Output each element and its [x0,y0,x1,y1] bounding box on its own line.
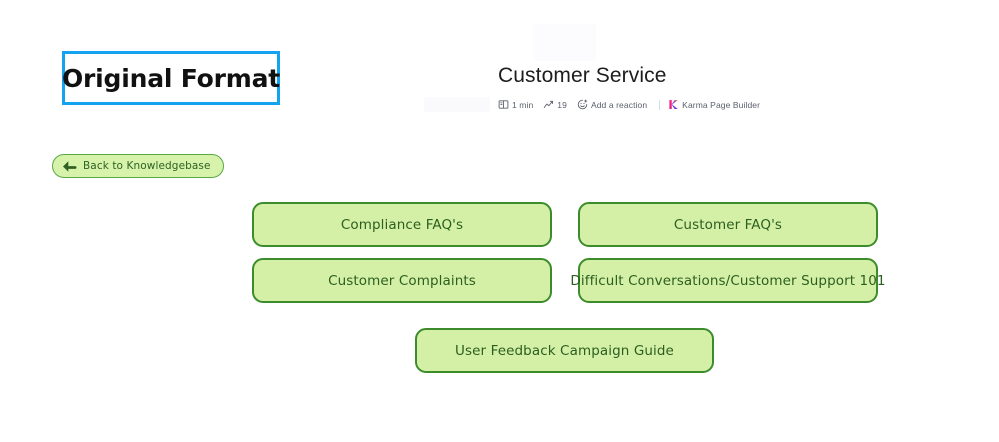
background-placeholder-left [424,97,490,112]
link-button-label: User Feedback Campaign Guide [455,342,674,359]
link-button-label: Compliance FAQ's [340,216,464,233]
book-icon [498,99,509,110]
meta-read-time-label: 1 min [512,99,534,110]
meta-read-time: 1 min [498,99,533,110]
back-to-knowledgebase-label: Back to Knowledgebase [83,160,211,172]
meta-page-builder[interactable]: Karma Page Builder [668,99,760,110]
meta-page-builder-label[interactable]: Karma Page Builder [682,99,761,110]
original-format-annotation: Original Format [62,51,280,105]
background-placeholder-top [534,24,596,61]
page-title: Customer Service [498,64,667,87]
meta-divider [659,99,661,110]
meta-views: 19 [543,99,567,110]
original-format-label: Original Format [62,63,280,93]
add-reaction-icon[interactable] [577,99,588,110]
link-button-user-feedback-campaign-guide[interactable]: User Feedback Campaign Guide [415,328,714,373]
link-button-customer-complaints[interactable]: Customer Complaints [252,258,552,303]
link-button-label: Customer Complaints [328,272,476,289]
link-button-compliance-faqs[interactable]: Compliance FAQ's [252,202,552,247]
back-to-knowledgebase-button[interactable]: Back to Knowledgebase [52,154,224,178]
link-button-label: Customer FAQ's [673,216,783,233]
meta-views-label: 19 [557,99,567,110]
page-meta-row: 1 min 19 [498,99,918,110]
meta-add-reaction[interactable]: Add a reaction [577,99,647,110]
trending-chart-icon [543,99,554,110]
link-button-difficult-conversations[interactable]: Difficult Conversations/Customer Support… [570,258,886,303]
page-header: Customer Service 1 min [498,62,918,110]
link-button-customer-faqs[interactable]: Customer FAQ's [578,202,878,247]
karma-logo-icon [668,99,679,110]
meta-add-reaction-label[interactable]: Add a reaction [590,99,648,110]
arrow-left-icon [62,160,77,173]
link-button-label: Difficult Conversations/Customer Support… [570,272,886,289]
